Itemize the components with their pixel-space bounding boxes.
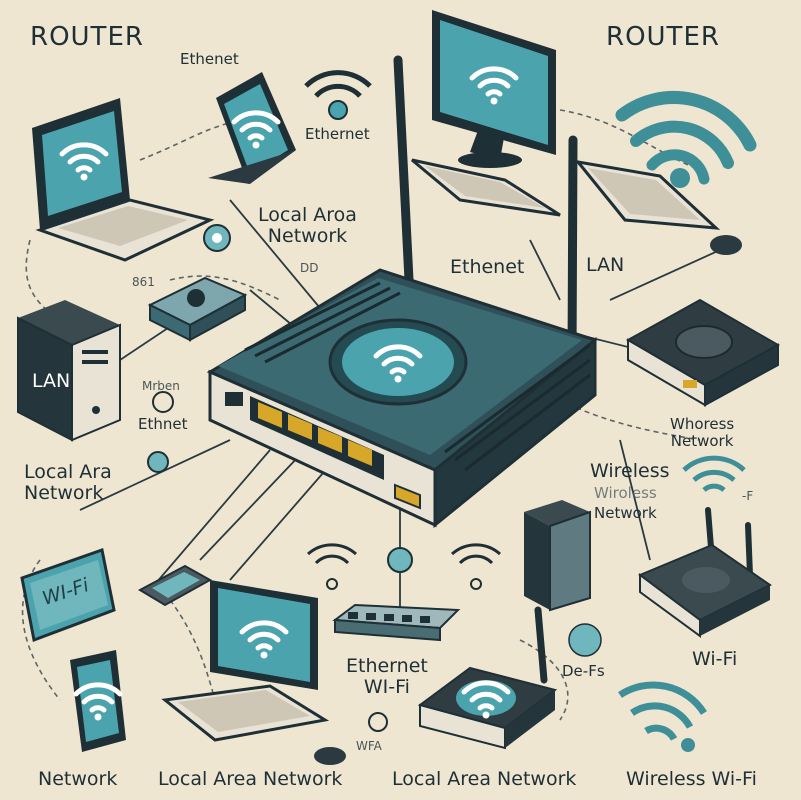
- label-lan-box: LAN: [32, 372, 70, 391]
- label-router-left: ROUTER: [30, 24, 144, 50]
- label-wireless-right-faint: Wiroless: [594, 486, 657, 501]
- label-wifi-small-right: -F: [742, 490, 753, 502]
- label-defs: De-Fs: [562, 664, 605, 679]
- label-footer-network: Network: [38, 770, 117, 789]
- router-antenna-right: [572, 140, 573, 360]
- label-dd: DD: [300, 262, 318, 274]
- label-router-right: ROUTER: [606, 24, 720, 50]
- label-861: 861: [132, 276, 155, 288]
- wifi-signal-right-small: [684, 458, 744, 490]
- label-footer-lan-2: Local Area Network: [392, 770, 576, 789]
- label-footer-lan-1: Local Area Network: [158, 770, 342, 789]
- wifi-signal-top: [306, 73, 370, 119]
- tablet-bottom-left: [70, 650, 126, 752]
- router-right: [640, 510, 770, 636]
- phone-left: [140, 566, 210, 605]
- label-wifi-small-bottom: WFA: [356, 740, 382, 752]
- label-ethernet-left: Ethnet: [138, 417, 187, 432]
- label-local-area-left: Local Ara Network: [24, 462, 112, 504]
- label-ethernet-top: Ethenet: [180, 52, 239, 67]
- wifi-signal-bottom-right: [452, 545, 500, 589]
- label-ethernet-center: Ethenet: [450, 258, 524, 277]
- keyboard-right: [578, 162, 742, 255]
- tablet-top: [208, 72, 296, 184]
- monitor-bottom: [165, 580, 346, 765]
- label-lan-title: Local Aroa Network: [258, 205, 357, 247]
- monitor-top: [412, 10, 560, 215]
- label-footer-wireless: Wireless Wi-Fi: [626, 770, 757, 789]
- wifi-signal-bottom-far-right: [620, 685, 704, 752]
- label-network-right: Network: [594, 506, 657, 521]
- laptop-top-left: [32, 98, 210, 260]
- label-wireless-right: Wireless: [590, 462, 670, 481]
- label-ethernet-bottom: Ethernet WI-Fi: [346, 656, 428, 698]
- label-lan-center: LAN: [586, 256, 624, 275]
- label-wireless-network-top: Whoress Network: [670, 416, 734, 449]
- wifi-badge-left: [204, 225, 230, 251]
- label-wifi-right: Wi-Fi: [692, 650, 737, 669]
- label-ethernet-tablet: Ethernet: [305, 127, 370, 142]
- tower-right-middle: [524, 500, 590, 610]
- label-mrben: Mrben: [142, 380, 180, 392]
- router-antenna-left: [398, 60, 410, 300]
- access-point-right: [628, 300, 778, 405]
